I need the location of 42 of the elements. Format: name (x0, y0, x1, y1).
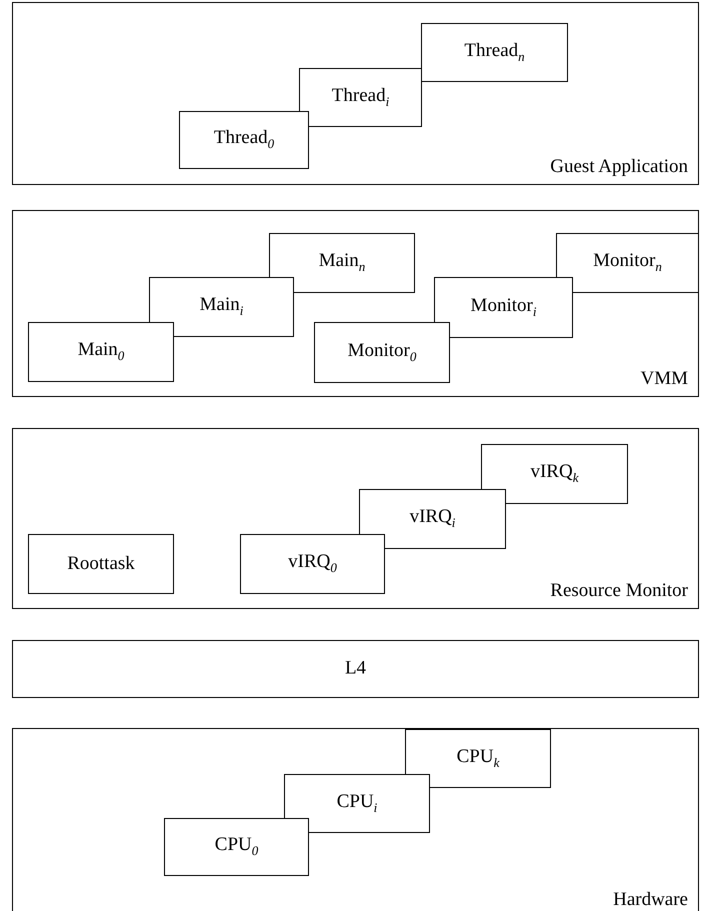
component-box (405, 729, 551, 788)
component-box (149, 277, 294, 337)
layer-band (12, 428, 699, 609)
component-box (556, 233, 699, 293)
component-box (164, 818, 309, 876)
layer-band (12, 2, 699, 185)
box-label: Monitor$_{0}$ (348, 340, 416, 364)
box-label: CPU$_{0}$ (214, 835, 258, 859)
layer-band (12, 640, 699, 698)
layer-label: Hardware (613, 890, 688, 911)
box-label: Monitor$_{n}$ (593, 251, 662, 275)
component-box (28, 322, 174, 382)
box-label: vIRQ$_{i}$ (410, 507, 456, 531)
component-box (269, 233, 415, 293)
box-label: vIRQ$_{k}$ (530, 462, 578, 486)
box-label: Thread$_{0}$ (214, 128, 274, 152)
component-box (179, 111, 309, 169)
box-label: Main$_{0}$ (78, 340, 124, 364)
box-label: Main$_{n}$ (318, 251, 366, 275)
layer-band (12, 210, 699, 397)
box-label: Monitor$_{i}$ (470, 296, 536, 320)
layer-label: Resource Monitor (550, 581, 688, 602)
box-label: vIRQ$_{0}$ (288, 552, 337, 576)
box-label: Main$_{i}$ (200, 295, 244, 319)
layer-label: VMM (640, 369, 688, 390)
layer-label: Guest Application (550, 157, 688, 178)
box-label: Thread$_{n}$ (464, 40, 525, 64)
layer-label: L4 (344, 658, 366, 680)
component-box (359, 489, 506, 549)
component-box (28, 534, 174, 594)
box-label: CPU$_{i}$ (336, 792, 378, 816)
box-label: Roottask (67, 554, 135, 574)
component-box (421, 23, 568, 82)
layer-band (12, 728, 699, 911)
box-label: CPU$_{k}$ (456, 746, 500, 770)
component-box (481, 444, 628, 504)
component-box (314, 322, 450, 383)
component-box (240, 534, 385, 594)
box-label: Thread$_{i}$ (332, 86, 390, 110)
component-box (434, 277, 573, 338)
component-box (299, 68, 422, 127)
component-box (284, 774, 430, 833)
